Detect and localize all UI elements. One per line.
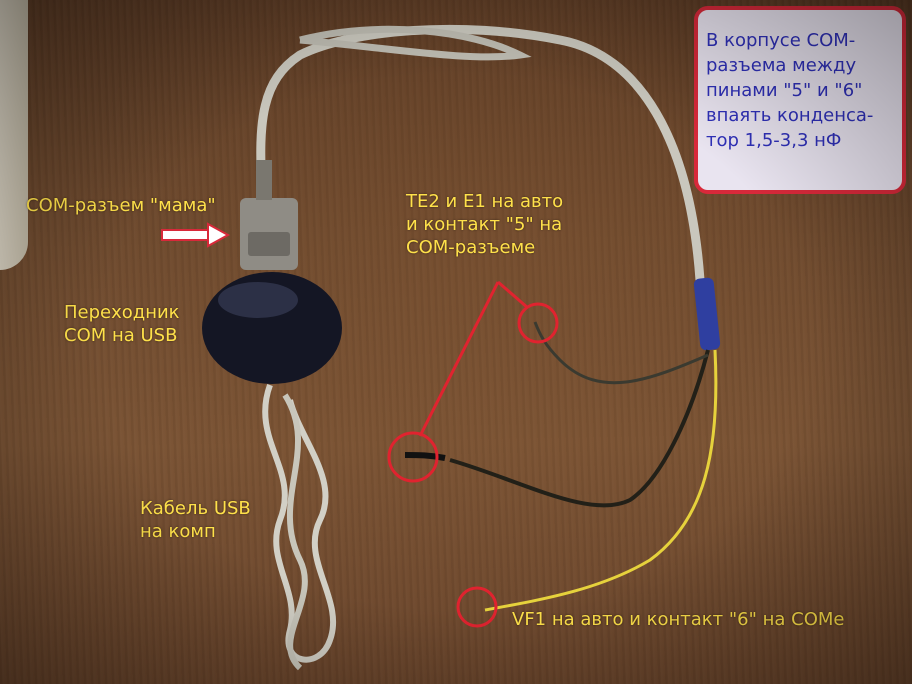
db9-plate xyxy=(248,232,290,256)
label-vf1: VF1 на авто и контакт "6" на СОМе xyxy=(512,609,845,630)
label-usb-cable: Кабель USB на комп xyxy=(140,498,251,542)
left-object xyxy=(0,0,28,270)
capacitor-note: В корпусе СОМ- разъема между пинами "5" … xyxy=(694,6,906,194)
dark-wire-b xyxy=(533,321,709,385)
label-com-female: СОМ-разъем "мама" xyxy=(26,195,216,216)
marker-e1 xyxy=(387,431,439,483)
pointer-line-2 xyxy=(418,281,500,437)
adapter-highlight xyxy=(218,282,298,318)
marker-te2 xyxy=(517,302,559,344)
grey-cable-loop xyxy=(299,25,532,61)
db9-neck xyxy=(256,160,272,200)
blue-heatshrink xyxy=(693,277,721,351)
dark-wire-a xyxy=(449,349,710,508)
black-wire-end xyxy=(404,452,446,461)
label-adapter: Переходник СОМ на USB xyxy=(64,302,180,346)
usb-cable-2 xyxy=(282,393,308,671)
yellow-wire xyxy=(484,349,718,612)
grey-cable-main xyxy=(256,24,705,281)
usb-cable xyxy=(262,383,337,663)
marker-vf1 xyxy=(456,586,498,628)
pointer-line-1 xyxy=(497,280,529,310)
label-te2-e1: ТЕ2 и Е1 на авто и контакт "5" на СОМ-ра… xyxy=(406,191,564,258)
arrow-right-icon xyxy=(161,222,231,248)
